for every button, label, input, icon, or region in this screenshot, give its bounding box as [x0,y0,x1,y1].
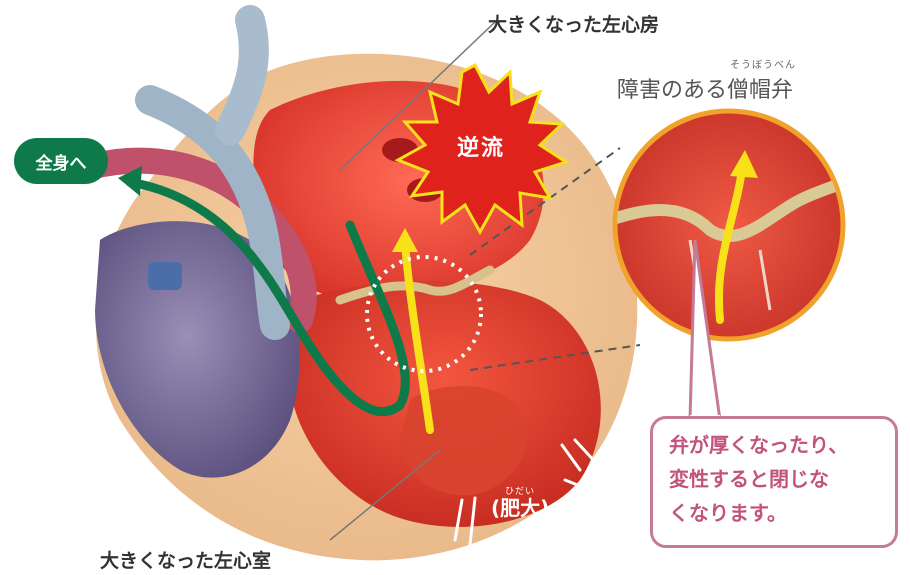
mitral-valve-label: 障害のある僧帽弁 [617,72,793,104]
valve-ruby: そうぼうべん [730,56,796,71]
callout-line: 変性すると閉じな [669,462,889,496]
vena-cava [148,262,182,290]
hypertrophy-label: (肥大) [491,492,549,521]
to-body-badge: 全身へ [14,138,108,184]
callout-text: 弁が厚くなったり、 変性すると閉じな くなります。 [669,428,889,530]
callout-line: くなります。 [669,496,889,530]
left-atrium-label: 大きくなった左心房 [488,10,659,37]
callout-line: 弁が厚くなったり、 [669,428,889,462]
to-body-label: 全身へ [36,149,87,174]
pulmonary-artery-top [230,20,254,130]
regurgitation-label: 逆流 [457,130,505,162]
left-ventricle-label: 大きくなった左心室 [100,546,271,573]
